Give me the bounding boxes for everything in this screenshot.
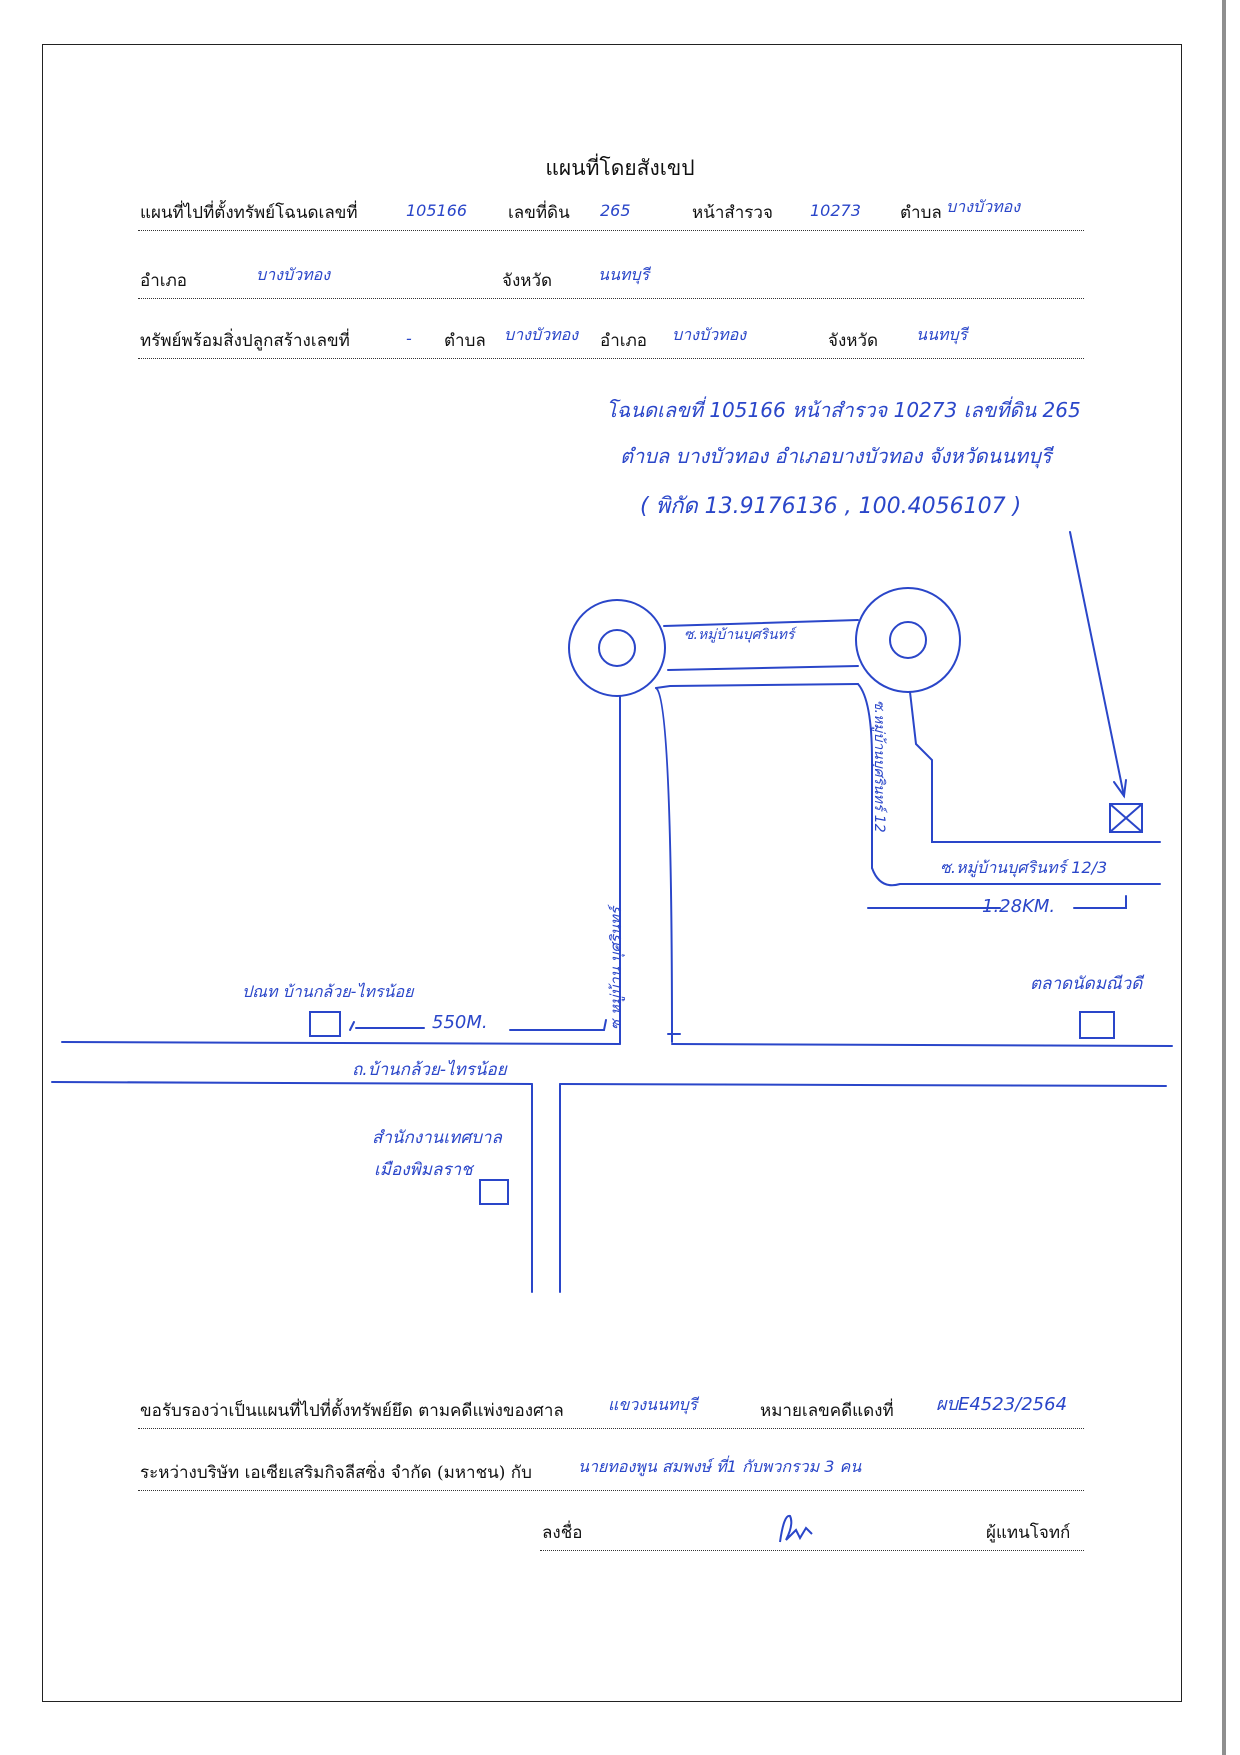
main-road-label: ถ.บ้านกล้วย-ไทรน้อย (352, 1060, 507, 1080)
signature-mark (779, 1514, 813, 1543)
road-label-right-vertical: ซ.หมู่บ้านบุศรินทร์ 12 (871, 700, 887, 833)
footer-line-2: ระหว่างบริษัท เอเซียเสริมกิจลีสซิ่ง จำกั… (138, 1457, 1084, 1491)
distance-label-right: 1.28KM. (982, 896, 1056, 917)
sign-label: ลงชื่อ (540, 1519, 585, 1546)
court-name: แขวงนนทบุรี (608, 1395, 698, 1414)
map-note-line-2: ตำบล บางบัวทอง อำเภอบางบัวทอง จังหวัดนนท… (620, 444, 1052, 468)
road-label-left-vertical: ซ.หมู่บ้าน บุศรินทร์ (607, 907, 625, 1030)
between-label: ระหว่างบริษัท เอเซียเสริมกิจลีสซิ่ง จำกั… (138, 1459, 534, 1486)
header-line-1: แผนที่ไปที่ตั้งทรัพย์โฉนดเลขที่ 105166 เ… (138, 197, 1084, 231)
subdistrict-value-1: บางบัวทอง (946, 197, 1021, 216)
certify-label: ขอรับรองว่าเป็นแผนที่ไปที่ตั้งทรัพย์ยึด … (138, 1397, 566, 1424)
pointer-arrow (1069, 531, 1125, 797)
landmark-office-line-1: สำนักงานเทศบาล (372, 1128, 502, 1148)
inner-loop-top (655, 683, 859, 689)
right-road-edge-1 (857, 683, 873, 869)
deed-label: แผนที่ไปที่ตั้งทรัพย์โฉนดเลขที่ (138, 199, 360, 226)
land-label: เลขที่ดิน (506, 199, 572, 226)
province-value-1: นนทบุรี (598, 265, 650, 284)
roundabout-left (568, 599, 666, 697)
subdistrict-label-1: ตำบล (898, 199, 944, 226)
pointer-arrow-head (1113, 779, 1127, 799)
roundabout-right (855, 587, 961, 693)
building-label: ทรัพย์พร้อมสิ่งปลูกสร้างเลขที่ (138, 327, 352, 354)
target-property-box (1109, 803, 1143, 833)
road-label-top: ซ.หมู่บ้านบุศรินทร์ (684, 627, 795, 643)
map-note-coordinates: ( พิกัด 13.9176136 , 100.4056107 ) (640, 494, 1022, 519)
roundabout-left-inner (598, 629, 636, 667)
survey-label: หน้าสำรวจ (690, 199, 775, 226)
main-road-edge-4 (559, 1083, 1167, 1087)
left-road-edge-2 (655, 687, 673, 1043)
header-line-3: ทรัพย์พร้อมสิ่งปลูกสร้างเลขที่ - ตำบล บา… (138, 325, 1084, 359)
main-road-edge-1 (61, 1041, 621, 1045)
top-road-edge-2 (667, 665, 859, 671)
province-value-2: นนทบุรี (916, 325, 968, 344)
road-label-branch: ซ.หมู่บ้านบุศรินทร์ 12/3 (940, 858, 1108, 877)
plaintiff-rep-label: ผู้แทนโจทก์ (984, 1519, 1073, 1546)
right-road-edge-2 (909, 691, 1161, 843)
distance-line-left-b (509, 1019, 607, 1031)
main-road-edge-2 (671, 1043, 1173, 1047)
office-box (479, 1179, 509, 1205)
province-label-2: จังหวัด (826, 327, 881, 354)
district-label-2: อำเภอ (598, 327, 649, 354)
scan-edge (1222, 0, 1226, 1755)
footer-line-1: ขอรับรองว่าเป็นแผนที่ไปที่ตั้งทรัพย์ยึด … (138, 1394, 1084, 1429)
main-road-edge-3 (51, 1081, 533, 1085)
deed-number: 105166 (406, 201, 468, 220)
subdistrict-value-2: บางบัวทอง (504, 325, 579, 344)
district-label-1: อำเภอ (138, 267, 189, 294)
distance-tick-left (349, 1021, 355, 1031)
page-title: แผนที่โดยสังเขป (545, 156, 695, 180)
roundabout-right-inner (889, 621, 927, 659)
branch-road-lower (871, 867, 1161, 887)
case-number: ผบE4523/2564 (936, 1394, 1068, 1415)
defendant-name: นายทองพูน สมพงษ์ ที่1 กับพวกรวม 3 คน (578, 1457, 862, 1476)
header-line-2: อำเภอ บางบัวทอง จังหวัด นนทบุรี (138, 265, 1084, 299)
map-note-line-1: โฉนดเลขที่ 105166 หน้าสำรวจ 10273 เลขที่… (606, 398, 1081, 422)
postoffice-box (309, 1011, 341, 1037)
distance-line-right-b (1073, 895, 1127, 909)
land-number: 265 (600, 201, 631, 220)
case-label: หมายเลขคดีแดงที่ (758, 1397, 896, 1424)
building-number: - (406, 329, 412, 348)
page-border (42, 44, 1182, 1702)
target-property-cross (1109, 803, 1143, 833)
district-value-1: บางบัวทอง (256, 265, 331, 284)
footer-signature-line: ลงชื่อ ผู้แทนโจทก์ (540, 1514, 1084, 1551)
landmark-office-line-2: เมืองพิมลราช (374, 1160, 473, 1180)
market-box (1079, 1011, 1115, 1039)
subdistrict-label-2: ตำบล (442, 327, 488, 354)
landmark-postoffice: ปณท บ้านกล้วย-ไทรน้อย (242, 982, 414, 1001)
landmark-market: ตลาดนัดมณีวดี (1030, 974, 1143, 994)
province-label-1: จังหวัด (500, 267, 555, 294)
district-value-2: บางบัวทอง (672, 325, 747, 344)
top-road-edge-1 (663, 619, 859, 627)
survey-number: 10273 (810, 201, 861, 220)
distance-label-left: 550M. (432, 1012, 488, 1033)
